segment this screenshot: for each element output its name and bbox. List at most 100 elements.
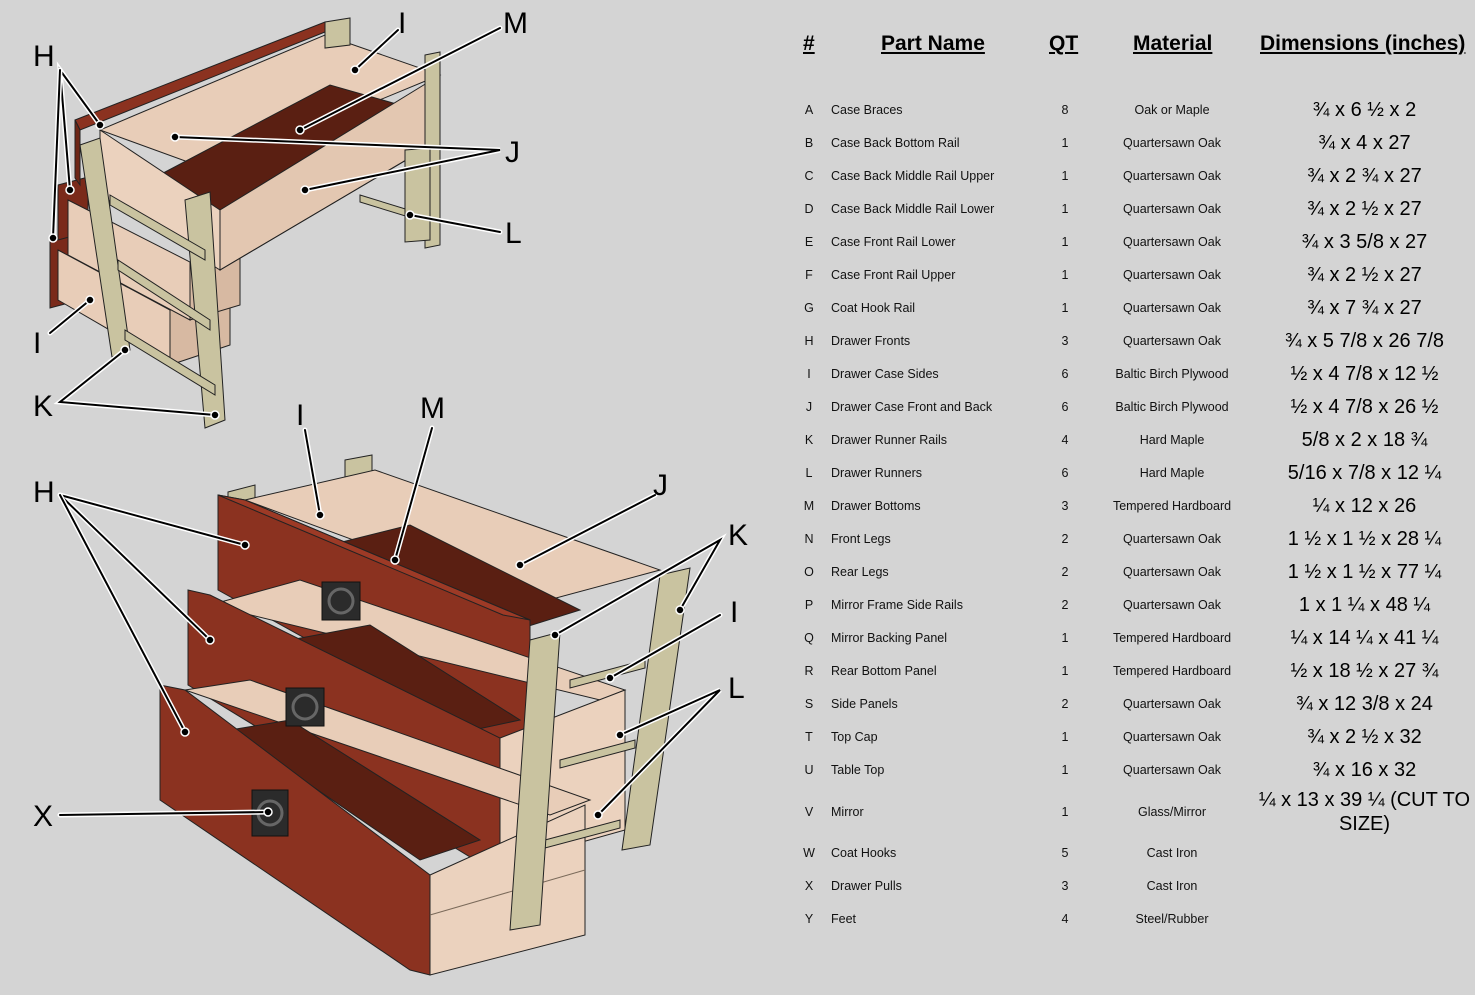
cell-part-name: Rear Legs — [831, 565, 889, 579]
cell-part-name: Case Front Rail Lower — [831, 235, 956, 249]
cell-dimensions: ¾ x 2 ½ x 32 — [1307, 726, 1422, 748]
cell-quantity: 1 — [1061, 664, 1069, 678]
cell-part-id: C — [804, 169, 814, 183]
cell-material: Quartersawn Oak — [1123, 763, 1221, 777]
cell-material: Tempered Hardboard — [1112, 631, 1232, 645]
cell-part-name: Drawer Runner Rails — [831, 433, 948, 447]
cell-part-name: Rear Bottom Panel — [831, 664, 937, 678]
cell-material: Glass/Mirror — [1137, 805, 1207, 819]
cell-dimensions: ¾ x 5 7/8 x 26 7/8 — [1285, 330, 1444, 352]
cell-quantity: 1 — [1061, 235, 1069, 249]
cell-quantity: 1 — [1061, 136, 1069, 150]
cell-quantity: 6 — [1061, 400, 1069, 414]
cell-dimensions: ½ x 4 7/8 x 12 ½ — [1290, 363, 1439, 385]
cell-quantity: 1 — [1061, 268, 1069, 282]
cell-dimensions: ½ x 18 ½ x 27 ¾ — [1290, 660, 1439, 682]
cell-part-name: Mirror Backing Panel — [831, 631, 948, 645]
top-drawer-front-1-side — [74, 119, 81, 187]
cell-part-id: Q — [804, 631, 814, 645]
bottom-view-assembly — [159, 454, 691, 976]
cell-part-id: D — [804, 202, 814, 216]
cell-quantity: 3 — [1061, 879, 1069, 893]
callout-top-I-lower: I — [33, 327, 41, 360]
cell-quantity: 4 — [1061, 912, 1069, 926]
cell-material: Quartersawn Oak — [1123, 136, 1221, 150]
cell-dimensions: ¾ x 2 ½ x 27 — [1307, 264, 1422, 286]
header-material: Material — [1133, 32, 1213, 55]
cell-part-id: O — [804, 565, 814, 579]
cell-part-name: Drawer Fronts — [831, 334, 911, 348]
callout-bot-K: K — [728, 519, 748, 552]
cell-part-name: Coat Hooks — [831, 846, 897, 860]
cell-quantity: 2 — [1061, 565, 1069, 579]
cell-part-name: Mirror — [831, 805, 864, 819]
cell-quantity: 1 — [1061, 730, 1069, 744]
cell-part-id: R — [804, 664, 814, 678]
callout-bot-M: M — [420, 392, 445, 425]
cell-dimensions: 5/16 x 7/8 x 12 ¼ — [1287, 462, 1442, 484]
top-leg-back-left — [324, 17, 351, 49]
cell-part-id: V — [804, 805, 814, 819]
top-rail-cross-2 — [117, 259, 211, 331]
cell-part-id: B — [804, 136, 814, 150]
cell-material: Quartersawn Oak — [1123, 598, 1221, 612]
cell-material: Quartersawn Oak — [1123, 301, 1221, 315]
cell-part-name: Drawer Case Front and Back — [831, 400, 993, 414]
cell-material: Steel/Rubber — [1135, 912, 1209, 926]
cell-part-id: Y — [804, 912, 814, 926]
callout-top-K: K — [33, 390, 53, 423]
cell-part-name: Case Front Rail Upper — [831, 268, 956, 282]
cell-quantity: 3 — [1061, 499, 1069, 513]
cell-part-id: L — [805, 466, 813, 480]
cell-material: Quartersawn Oak — [1123, 730, 1221, 744]
header-qt: QT — [1049, 32, 1079, 55]
cell-quantity: 1 — [1061, 805, 1069, 819]
leader-dots — [48, 65, 685, 820]
cell-material: Baltic Birch Plywood — [1115, 400, 1229, 414]
cell-dimensions: 5/8 x 2 x 18 ¾ — [1301, 429, 1428, 451]
cell-part-name: Feet — [831, 912, 857, 926]
drawer-assembly-diagram: H I M J L I K H I M J K I L X — [33, 7, 748, 976]
cell-dimensions: 1 ½ x 1 ½ x 28 ¼ — [1287, 528, 1442, 550]
cell-material: Quartersawn Oak — [1123, 268, 1221, 282]
cell-quantity: 8 — [1061, 103, 1069, 117]
cell-part-name: Drawer Bottoms — [831, 499, 921, 513]
cell-part-name: Front Legs — [831, 532, 891, 546]
cell-quantity: 2 — [1061, 697, 1069, 711]
cell-part-name: Case Back Middle Rail Upper — [831, 169, 995, 183]
header-part-name: Part Name — [881, 32, 985, 55]
table-row: Y Feet 4 Steel/Rubber — [782, 903, 1475, 936]
cell-dimensions: ¾ x 16 x 32 — [1312, 759, 1417, 781]
callout-bot-J: J — [653, 469, 668, 502]
callout-bot-L: L — [728, 672, 745, 705]
cell-material: Cast Iron — [1146, 879, 1198, 893]
top-view-assembly — [49, 17, 442, 429]
cell-quantity: 2 — [1061, 532, 1069, 546]
cell-material: Quartersawn Oak — [1123, 235, 1221, 249]
callout-top-L: L — [505, 217, 522, 250]
cell-dimensions: ¾ x 2 ½ x 27 — [1307, 198, 1422, 220]
top-rail-cross-3 — [124, 329, 216, 396]
cell-part-name: Coat Hook Rail — [831, 301, 916, 315]
cell-quantity: 1 — [1061, 169, 1069, 183]
cell-quantity: 1 — [1061, 631, 1069, 645]
cell-quantity: 5 — [1061, 846, 1069, 860]
cell-quantity: 6 — [1061, 367, 1069, 381]
cell-part-id: E — [804, 235, 814, 249]
cell-part-name: Drawer Case Sides — [831, 367, 939, 381]
cell-material: Quartersawn Oak — [1123, 697, 1221, 711]
cell-material: Hard Maple — [1139, 466, 1205, 480]
cell-material: Quartersawn Oak — [1123, 334, 1221, 348]
